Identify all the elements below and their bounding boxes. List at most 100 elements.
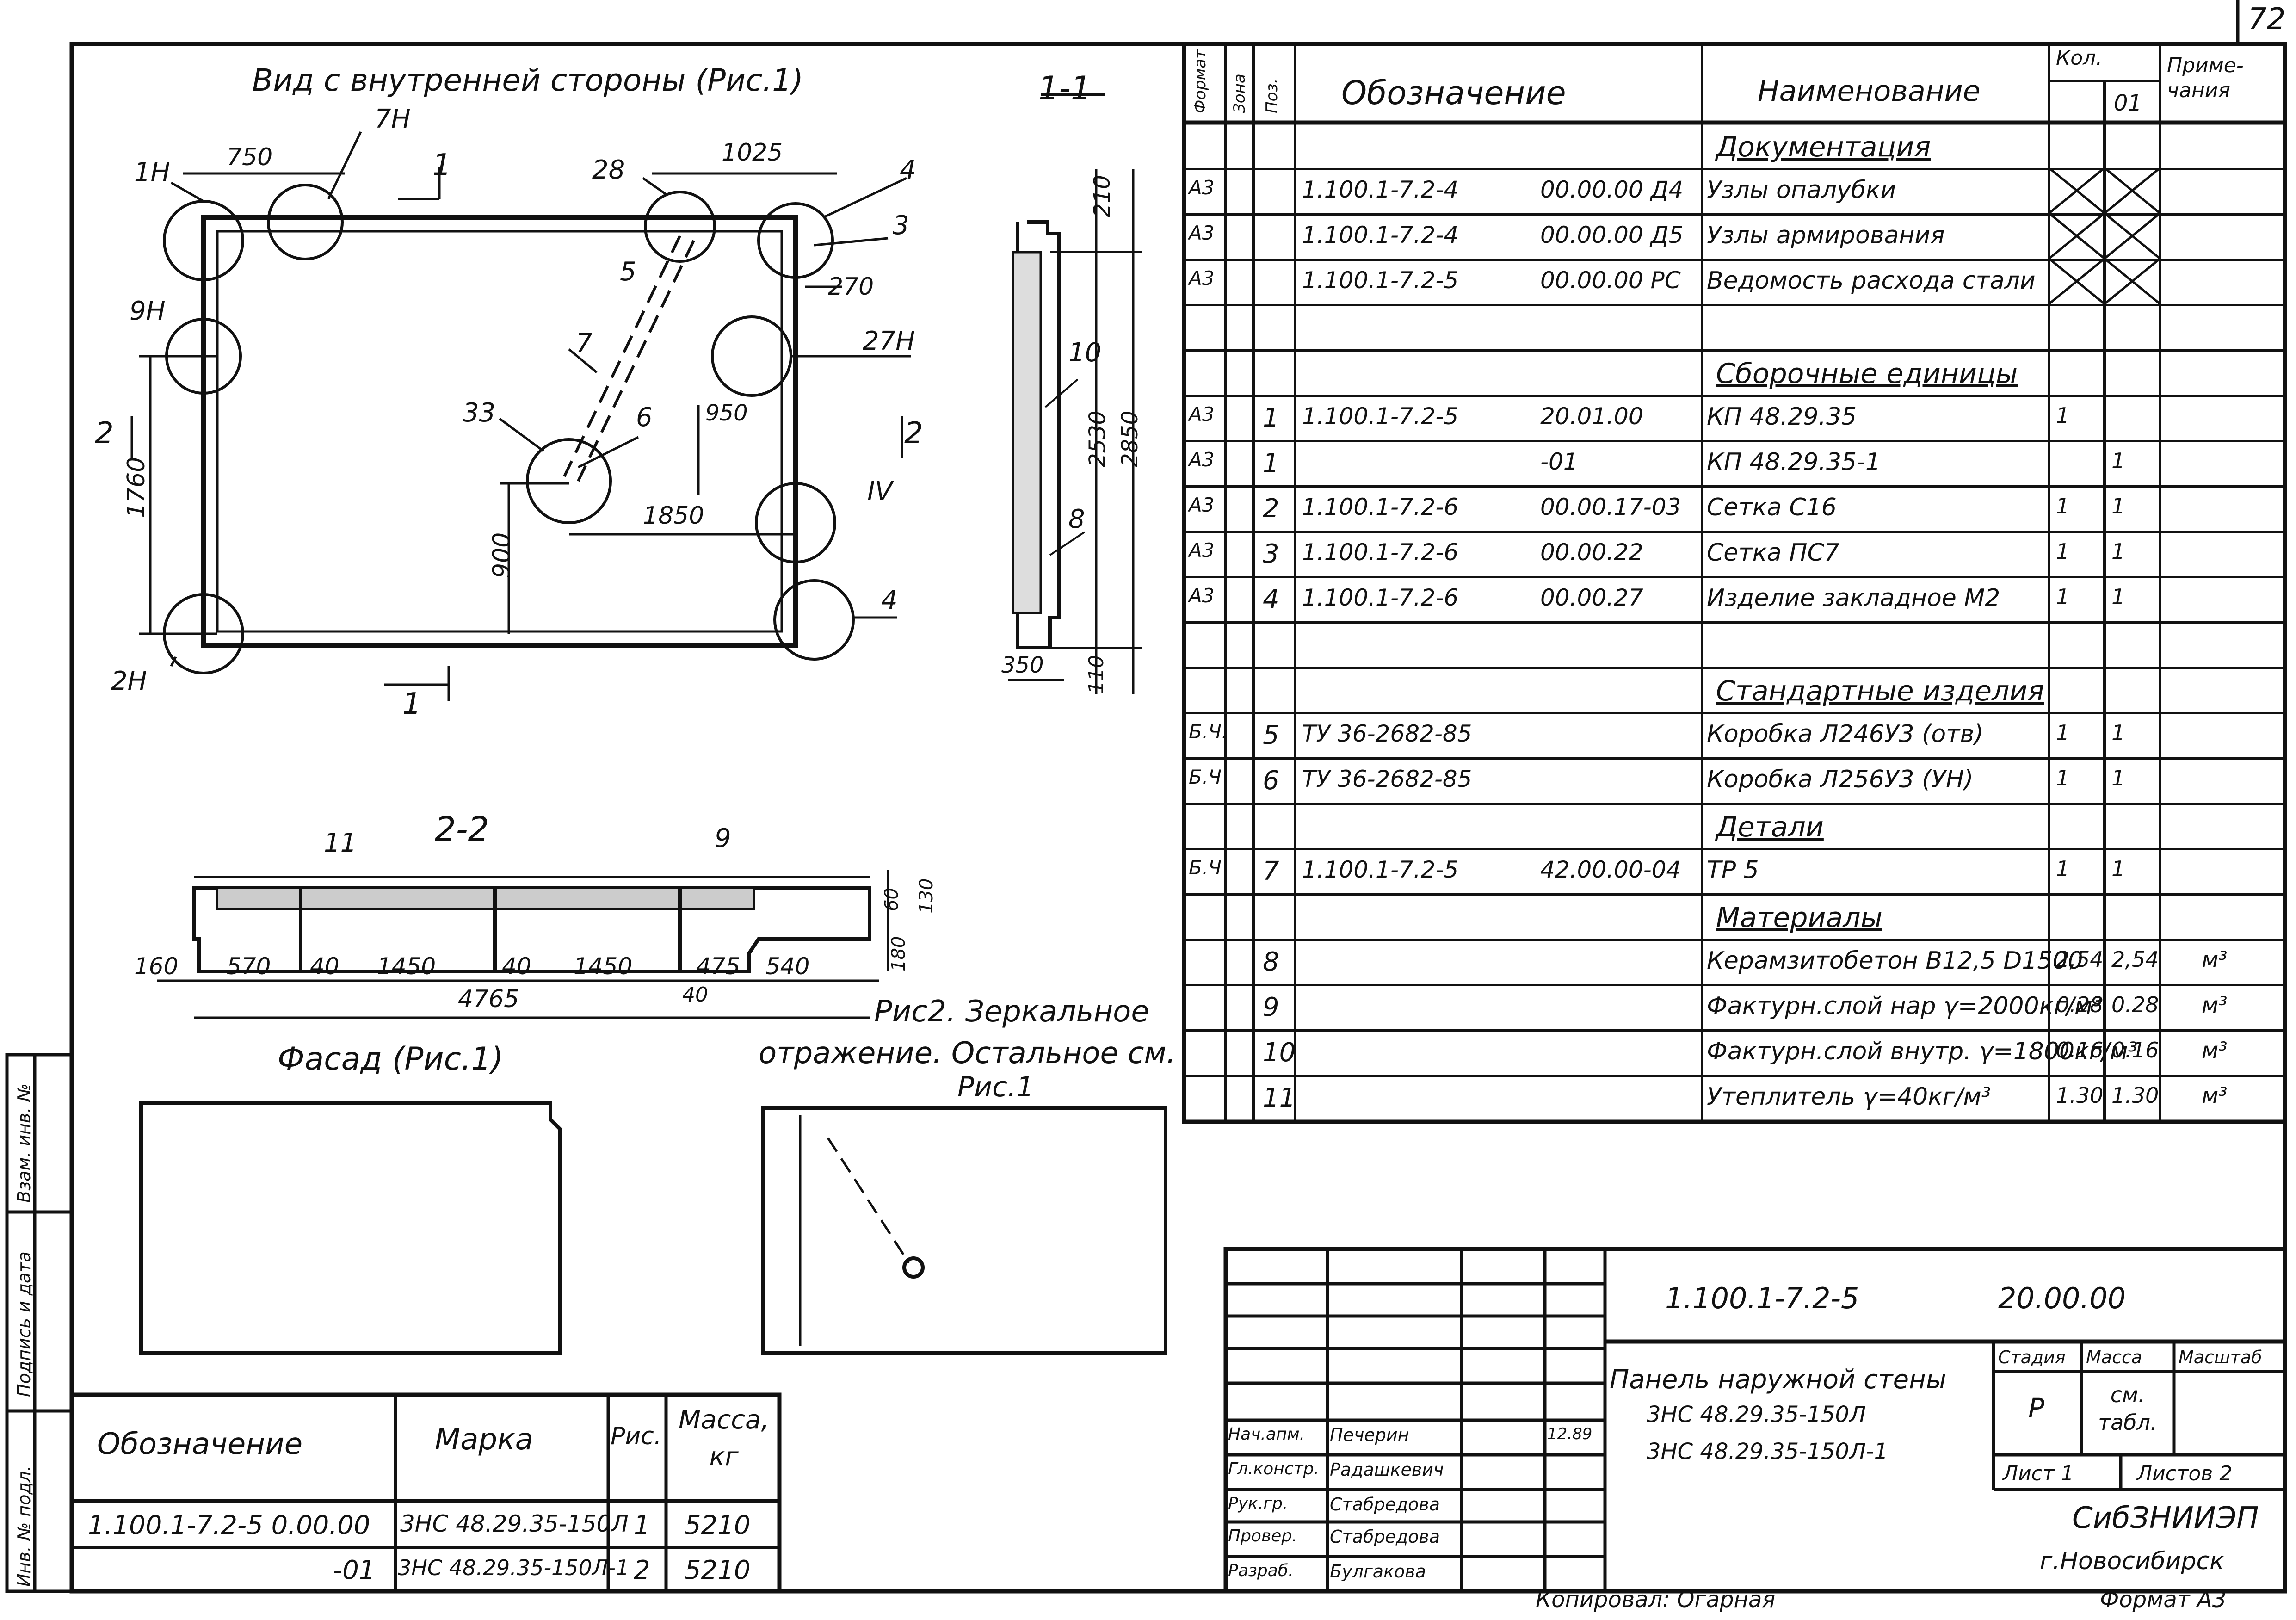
bom-row-divider: [1184, 667, 2285, 669]
bom-cell-designation: 1.100.1-7.2-6: [1302, 539, 1459, 566]
dim-270: 270: [828, 273, 874, 301]
sheet-format: Формат А3: [2100, 1587, 2227, 1613]
bom-cell-name: Детали: [1716, 811, 1824, 843]
role-1-date: 12.89: [1547, 1425, 1592, 1443]
marks-row-1-mark: 3НС 48.29.35-150Л: [400, 1510, 629, 1537]
bom-cell-name: Утеплитель γ=40кг/м³: [1707, 1083, 1991, 1111]
bom-cell-code: 00.00.22: [1540, 539, 1643, 566]
callout-3: 3: [893, 210, 909, 241]
dim-1850: 1850: [643, 502, 704, 530]
bom-row-divider: [1184, 1075, 2285, 1077]
bom-cell-note: м³: [2202, 1083, 2228, 1109]
bom-cell-note: м³: [2202, 1038, 2228, 1064]
bom-cell-designation: ТУ 36-2682-85: [1302, 720, 1472, 747]
bom-cell-qty-2: 0.16: [2111, 1038, 2159, 1063]
bom-row-divider: [1184, 803, 2285, 805]
stamp-sign-date: Подпись и дата: [14, 1251, 34, 1397]
bom-row-divider: [1184, 485, 2285, 488]
crossed-cell-icon: [2105, 168, 2160, 213]
marks-header-mass: Масса, кг: [678, 1405, 770, 1472]
section-2-2: [157, 870, 889, 1019]
bom-cell-name: Сетка ПС7: [1707, 539, 1839, 567]
title-block-grid: [1223, 1247, 2287, 1594]
marks-header-mark: Марка: [435, 1422, 533, 1457]
bom-cell-name: КП 48.29.35-1: [1707, 448, 1881, 476]
dim-1450b: 1450: [574, 953, 633, 980]
bom-header-notes: Приме-чания: [2167, 54, 2244, 102]
dim-2850: 2850: [1117, 410, 1143, 467]
bom-cell-format: А3: [1189, 176, 1215, 199]
section-mark-2-right: 2: [904, 416, 923, 451]
title-stage-header: Стадия: [1998, 1347, 2066, 1367]
section-1-1-label: 1-1: [1038, 69, 1092, 107]
section-2-2-label: 2-2: [435, 810, 489, 848]
bom-cell-note: м³: [2202, 992, 2228, 1018]
marks-row-2-fig: 2: [634, 1555, 650, 1585]
dim-900: 900: [488, 532, 516, 578]
bom-row-divider: [1184, 304, 2285, 306]
title-sheets: Листов 2: [2137, 1462, 2233, 1485]
bom-cell-pos: 5: [1263, 720, 1279, 750]
bom-row-divider: [1184, 757, 2285, 760]
bom-cell-qty-1: 1: [2056, 403, 2070, 428]
dim-40c: 40: [682, 983, 708, 1007]
bom-row-divider: [1184, 712, 2285, 714]
crossed-cell-icon: [2049, 259, 2105, 304]
bom-cell-name: Сборочные единицы: [1716, 358, 2018, 390]
bom-cell-pos: 3: [1263, 539, 1279, 569]
stamp-inv-orig: Инв. № подл.: [14, 1465, 34, 1587]
marks-header-fig: Рис.: [611, 1422, 662, 1450]
crossed-cell-icon: [2105, 213, 2160, 259]
role-3-name: Стабредова: [1330, 1494, 1440, 1515]
bom-cell-name: КП 48.29.35: [1707, 403, 1857, 431]
bom-cell-pos: 11: [1263, 1083, 1296, 1113]
title-doc-code: 1.100.1-7.2-5: [1665, 1281, 1859, 1315]
callout-4b: 4: [881, 585, 898, 615]
bom-cell-qty-1: 1: [2056, 584, 2070, 609]
bom-cell-qty-2: 1: [2111, 448, 2125, 473]
dim-750: 750: [227, 143, 273, 171]
callout-5: 5: [620, 257, 636, 287]
bom-cell-pos: 9: [1263, 992, 1279, 1022]
bom-row-divider: [1184, 848, 2285, 850]
crossed-cell-icon: [2049, 168, 2105, 213]
title-org: СибЗНИИЭП: [2072, 1501, 2259, 1535]
section-mark-1-top: 1: [432, 148, 451, 182]
bom-cell-qty-2: 1: [2111, 539, 2125, 564]
dim-210: 210: [1089, 175, 1115, 217]
bom-header-zone: Зона: [1230, 74, 1249, 113]
dim-130: 130: [916, 878, 937, 914]
bom-cell-pos: 1: [1263, 403, 1279, 433]
bom-row-divider: [1184, 1120, 2285, 1122]
bom-cell-qty-2: 1: [2111, 584, 2125, 609]
callout-1n: 1Н: [134, 157, 170, 187]
bom-cell-qty-1: 1: [2056, 494, 2070, 519]
bom-row-divider: [1184, 440, 2285, 442]
bom-cell-code: 00.00.17-03: [1540, 494, 1681, 520]
bom-cell-designation: 1.100.1-7.2-6: [1302, 494, 1459, 520]
bom-cell-name: Фактурн.слой нар γ=2000кг/м³: [1707, 992, 2103, 1020]
dim-40b: 40: [502, 953, 531, 980]
bom-cell-name: Узлы армирования: [1707, 222, 1945, 249]
bom-cell-pos: 6: [1263, 766, 1279, 796]
bom-row-divider: [1184, 984, 2285, 986]
title-mass-header: Масса: [2086, 1347, 2142, 1367]
facade-outline: [139, 1101, 562, 1355]
dim-570: 570: [227, 953, 271, 980]
bom-cell-qty-2: 1: [2111, 720, 2125, 745]
dim-2530: 2530: [1085, 410, 1111, 467]
callout-4a: 4: [900, 155, 916, 185]
callout-28: 28: [592, 155, 625, 185]
dim-475: 475: [696, 953, 741, 980]
copied-by: Копировал: Огарная: [1536, 1587, 1776, 1613]
callout-11: 11: [324, 828, 357, 858]
bom-cell-name: Документация: [1716, 131, 1931, 163]
bom-cell-designation: 1.100.1-7.2-5: [1302, 856, 1459, 883]
mirror-note-3: Рис.1: [957, 1071, 1034, 1103]
bom-cell-pos: 8: [1263, 947, 1279, 977]
bom-row-divider: [1184, 349, 2285, 352]
bom-header-qty-col: 01: [2114, 90, 2142, 116]
title-line-2: 3НС 48.29.35-150Л: [1647, 1402, 1866, 1428]
marks-row-2-designation: -01: [333, 1555, 376, 1585]
